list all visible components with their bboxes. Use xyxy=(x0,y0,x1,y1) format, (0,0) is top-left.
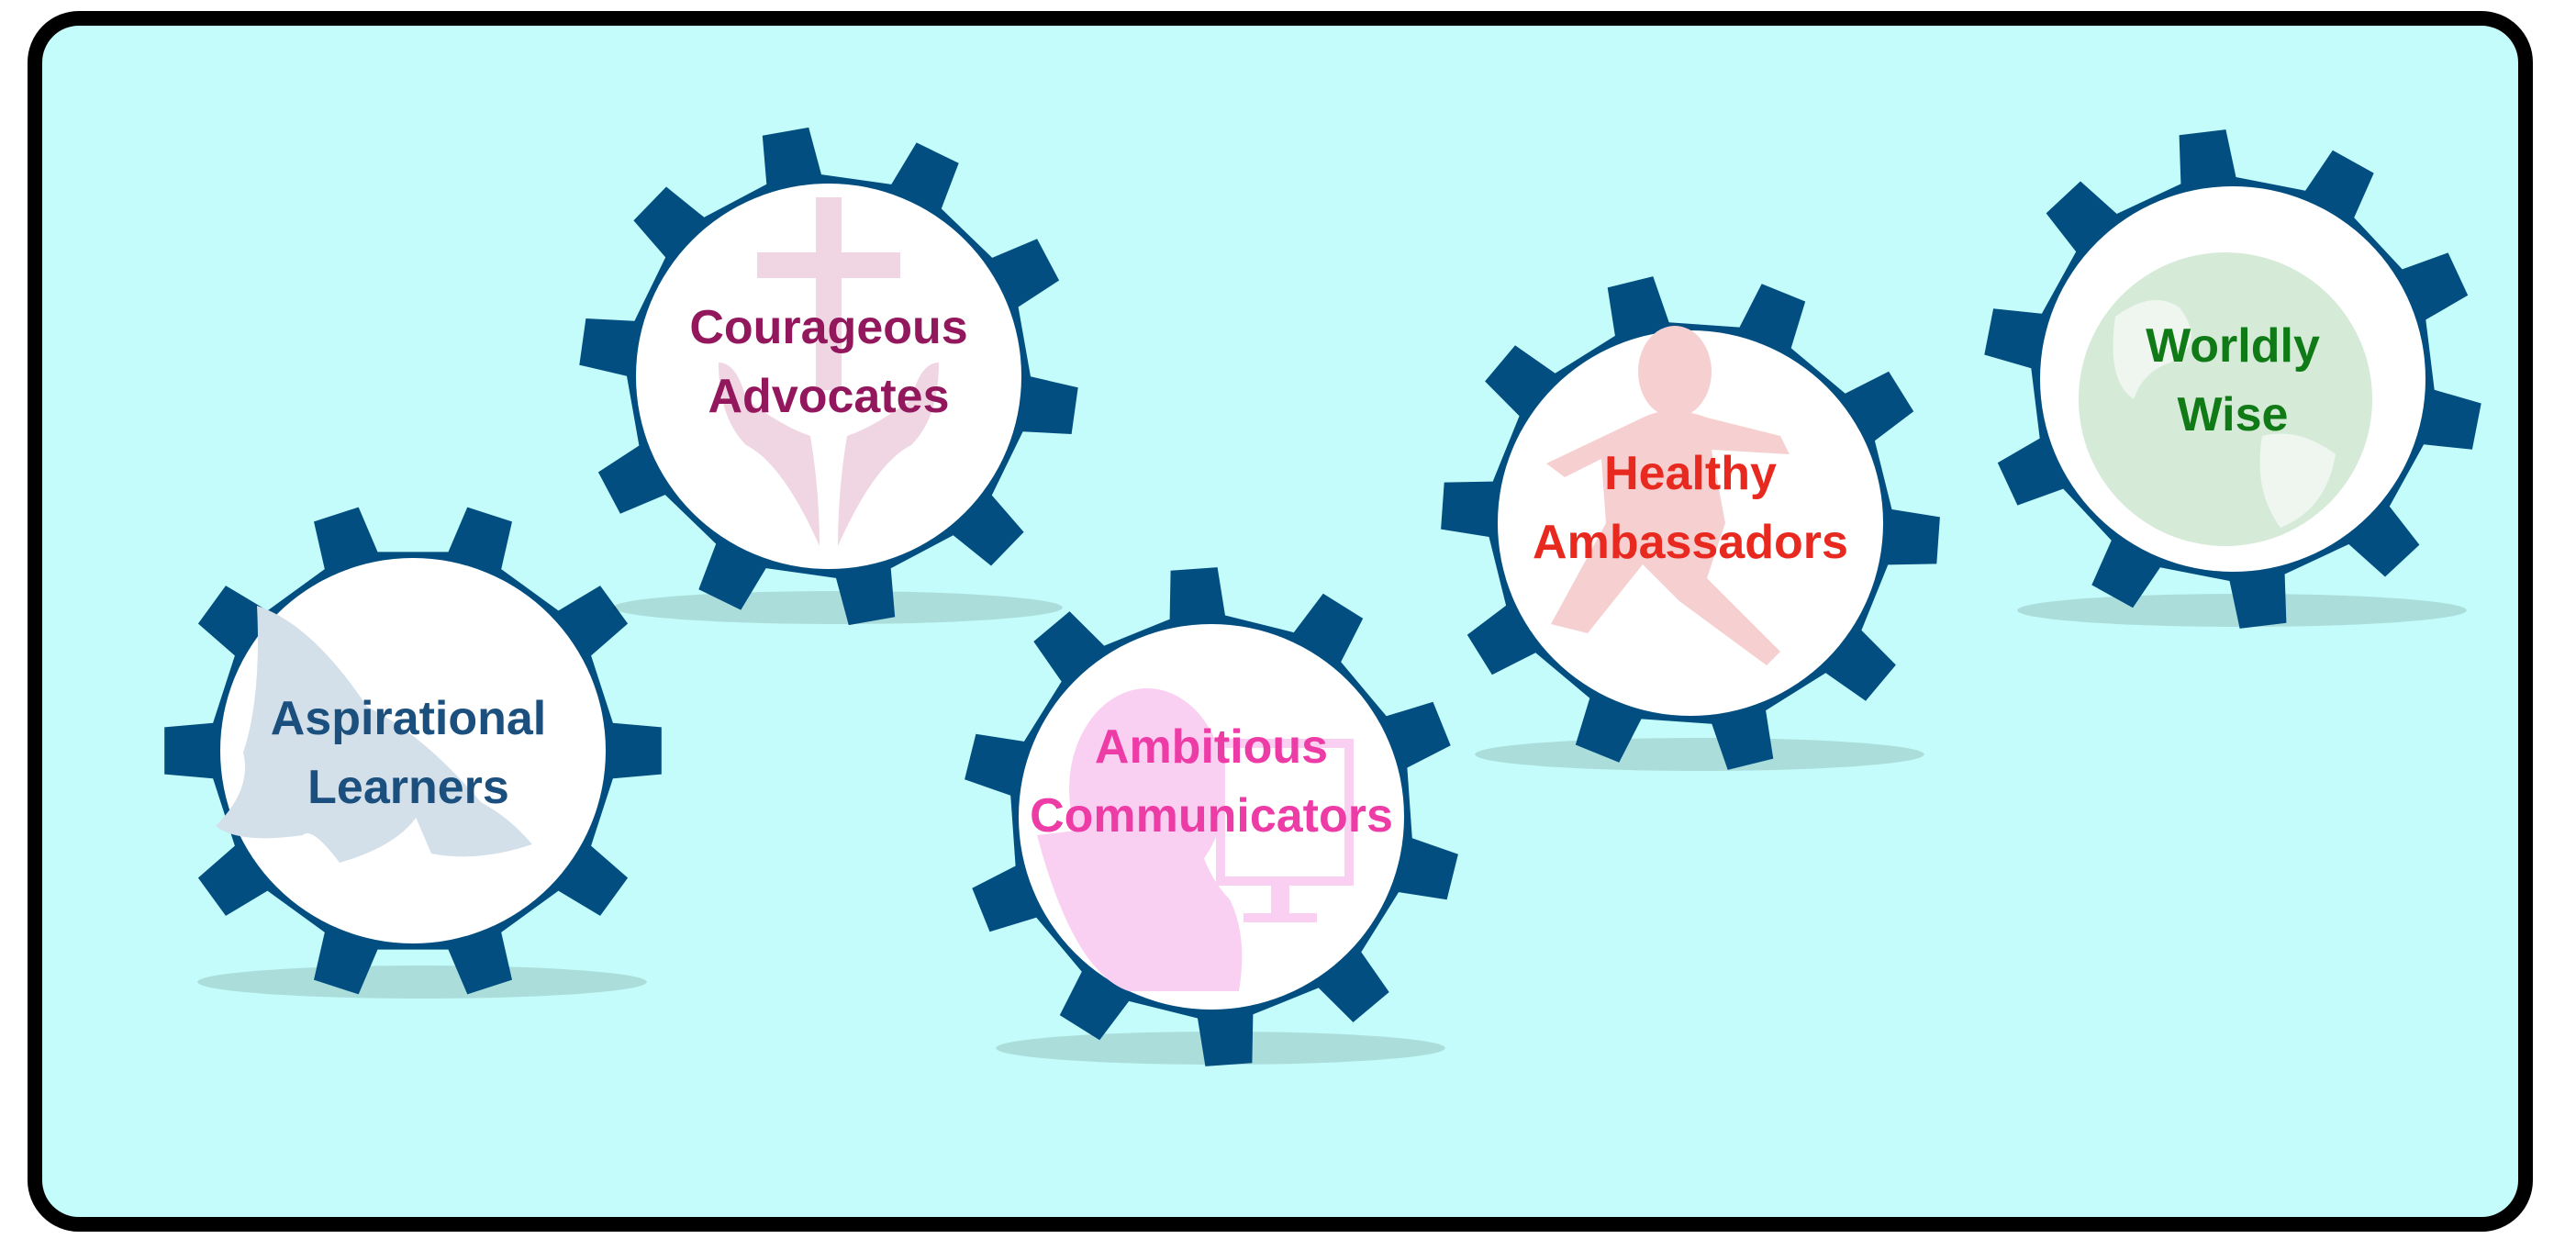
person-at-computer-icon xyxy=(1037,688,1354,991)
gear-label-line: Ambitious xyxy=(1095,720,1328,774)
gear-shadow xyxy=(613,591,1063,624)
gear-label-line: Wise xyxy=(2178,388,2289,441)
gear-label-line: Learners xyxy=(307,761,509,814)
gear-shadow xyxy=(197,965,647,999)
gear-label-line: Aspirational xyxy=(271,692,547,745)
gear-label-line: Healthy xyxy=(1604,447,1777,500)
cross-and-hands-icon xyxy=(719,197,939,546)
gear-label-line: Ambassadors xyxy=(1533,516,1848,569)
gear-label-line: Worldly xyxy=(2146,319,2320,373)
gear-label-line: Courageous xyxy=(689,301,967,354)
globe-icon xyxy=(2079,252,2372,546)
gear-label-line: Advocates xyxy=(708,370,950,423)
running-child-icon xyxy=(1546,326,1790,665)
dove-icon xyxy=(216,606,532,863)
gear-shadow xyxy=(1475,738,1924,771)
gear-label-line: Communicators xyxy=(1030,789,1393,843)
